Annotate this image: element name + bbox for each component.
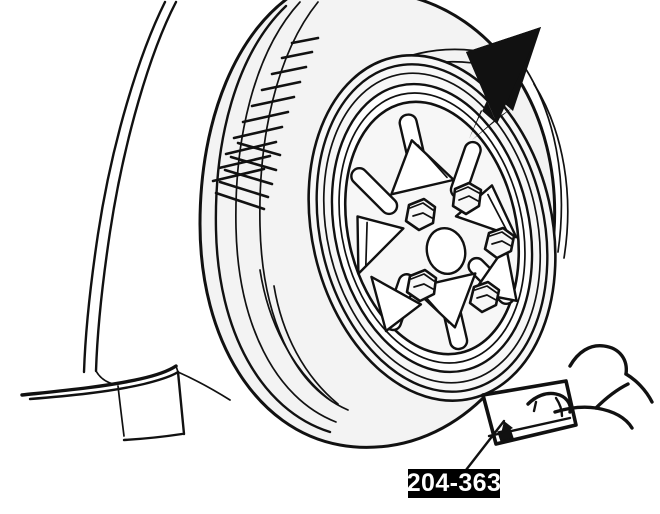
fender-arch [82, 0, 178, 385]
lug-nut [468, 280, 501, 314]
lug-nut [483, 226, 516, 260]
tire-tread [211, 36, 320, 211]
tool-leader-arrow [464, 419, 513, 472]
rocker-panel [20, 364, 231, 442]
technician-hand [526, 344, 654, 430]
lug-nut [404, 197, 437, 232]
wheel-hub [425, 226, 467, 276]
tool-number-text: 204-363 [406, 468, 502, 497]
lug-nuts [404, 181, 516, 314]
lug-nut [451, 181, 483, 216]
pointer-arrow [466, 27, 541, 140]
tool-number-label: 204-363 [406, 468, 502, 498]
lug-nut [405, 268, 438, 303]
